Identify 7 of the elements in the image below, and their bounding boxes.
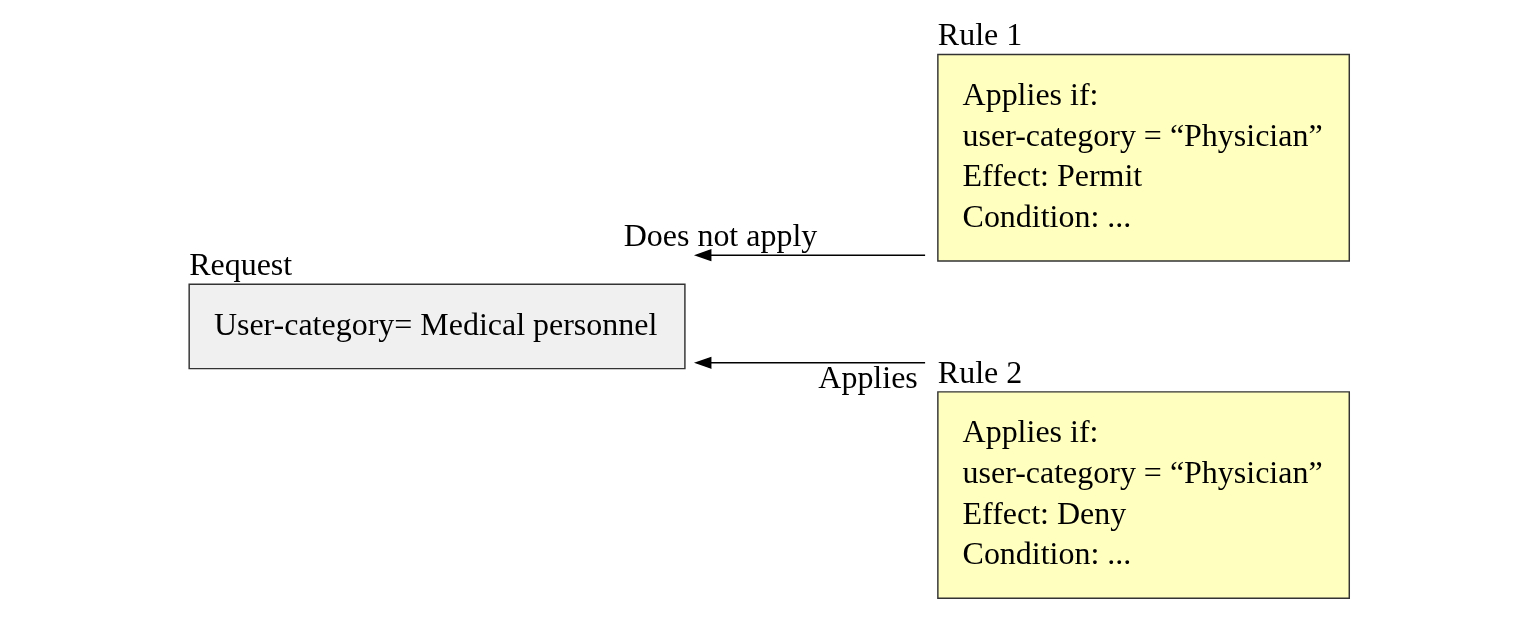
node-label: Rule 1 bbox=[937, 17, 1023, 53]
edge-label: Does not apply bbox=[623, 217, 818, 253]
node-label: Rule 2 bbox=[937, 354, 1023, 390]
arrow bbox=[693, 356, 926, 369]
node-label: Request bbox=[189, 246, 293, 282]
arrow bbox=[693, 249, 926, 262]
edge-label: Applies bbox=[818, 360, 918, 396]
